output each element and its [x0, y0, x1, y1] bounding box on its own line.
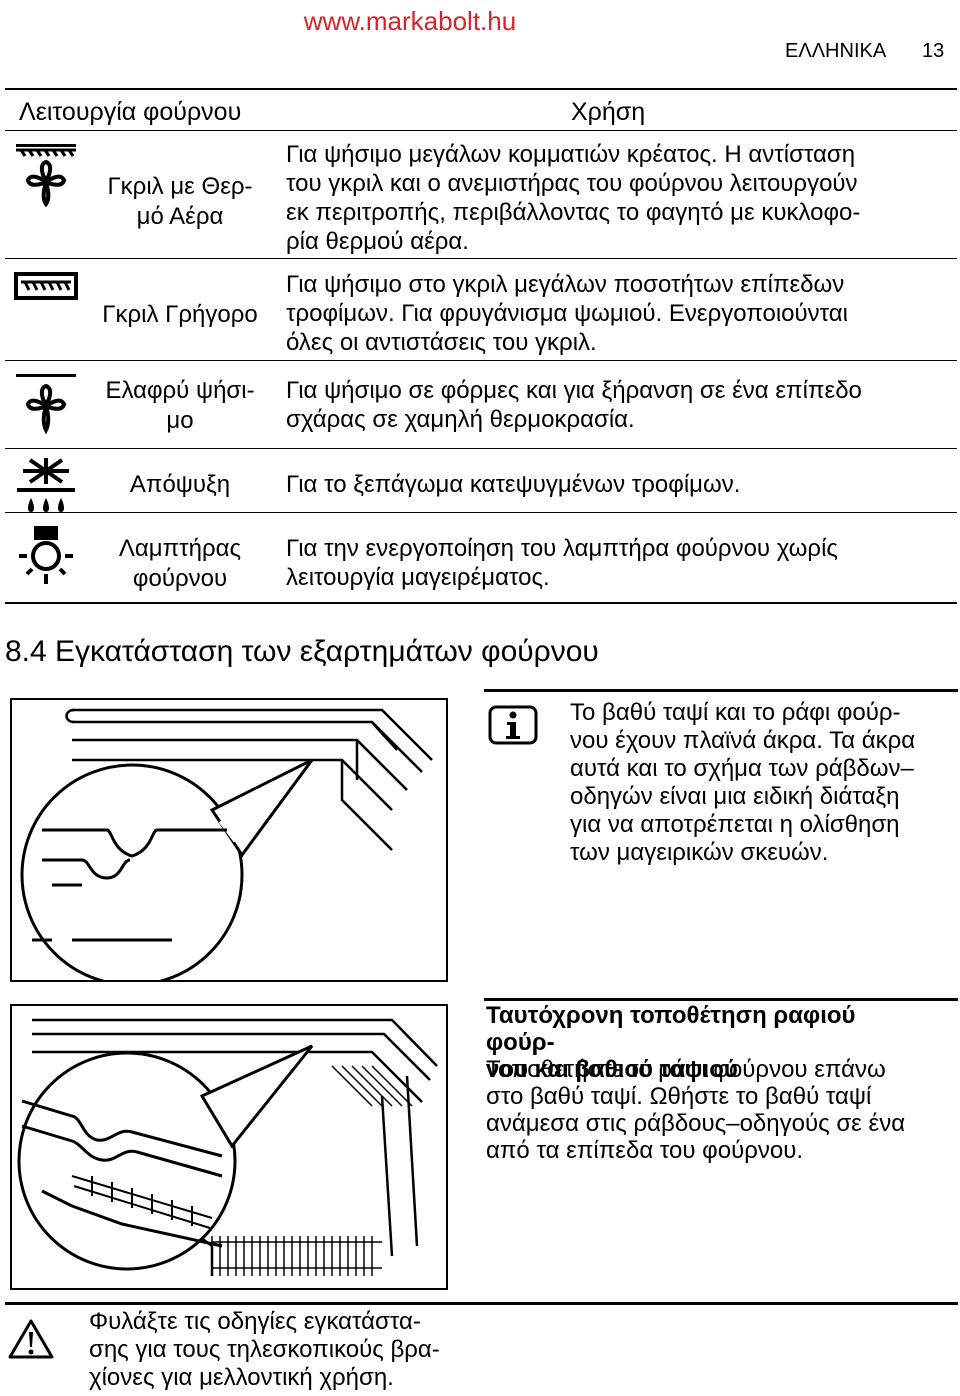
rack-and-tray-illustration	[10, 1004, 448, 1290]
mode-use-grill-fan: Για ψήσιμο μεγάλων κομματιών κρέατος. Η …	[286, 141, 861, 255]
info-note: Το βαθύ ταψί και το ράφι φούρ- νου έχουν…	[484, 689, 958, 879]
info-icon	[488, 705, 538, 745]
mode-name-defrost: Απόψυξη	[129, 471, 231, 498]
tip-title: Ταυτόχρονη τοποθέτηση ραφιού φούρ- νου κ…	[486, 1002, 856, 1083]
mode-name-oven-lamp: Λαμπτήρας φούρνου	[118, 535, 242, 592]
mode-name-fast-grill: Γκριλ Γρήγορο	[102, 301, 258, 328]
mode-name-gentle-bake: Ελαφρύ ψήσι- μο	[105, 377, 255, 434]
site-url-link[interactable]: www.markabolt.hu	[303, 6, 517, 36]
section-title: 8.4 Εγκατάσταση των εξαρτημάτων φούρνου	[5, 635, 599, 668]
info-note-text: Το βαθύ ταψί και το ράφι φούρ- νου έχουν…	[570, 699, 916, 866]
column-header-function: Λειτουργία φούρνου	[19, 98, 242, 126]
page-number: 13	[922, 40, 945, 62]
mode-use-fast-grill: Για ψήσιμο στο γκριλ μεγάλων ποσοτήτων ε…	[286, 271, 848, 356]
warning-icon	[7, 1318, 55, 1360]
grill-fan-icon	[13, 142, 79, 212]
runner-detail-illustration	[10, 698, 448, 982]
mode-use-gentle-bake: Για ψήσιμο σε φόρμες και για ξήρανση σε …	[286, 377, 862, 433]
oven-lamp-icon	[13, 524, 79, 594]
column-header-use: Χρήση	[571, 98, 646, 126]
oven-modes-table: Λειτουργία φούρνου Χρήση Γκριλ με Θερ- μ…	[5, 88, 957, 604]
defrost-icon	[13, 454, 79, 524]
gentle-bake-icon	[13, 372, 79, 442]
rack-tray-tip: Ταυτόχρονη τοποθέτηση ραφιού φούρ- νου κ…	[484, 998, 958, 1178]
mode-use-defrost: Για το ξεπάγωμα κατεψυγμένων τροφίμων.	[286, 471, 741, 498]
page-language: ΕΛΛΗΝΙΚΑ	[785, 40, 887, 62]
mode-use-oven-lamp: Για την ενεργοποίηση του λαμπτήρα φούρνο…	[286, 535, 838, 591]
mode-name-grill-fan: Γκριλ με Θερ- μό Αέρα	[107, 173, 253, 230]
warning-text: Φυλάξτε τις οδηγίες εγκατάστα- σης για τ…	[89, 1308, 440, 1391]
fast-grill-icon	[13, 270, 79, 340]
warning-note: Φυλάξτε τις οδηγίες εγκατάστα- σης για τ…	[5, 1302, 958, 1396]
tip-text: Τοποθετήστε το ράφι φούρνου επάνω στο βα…	[486, 1056, 906, 1164]
